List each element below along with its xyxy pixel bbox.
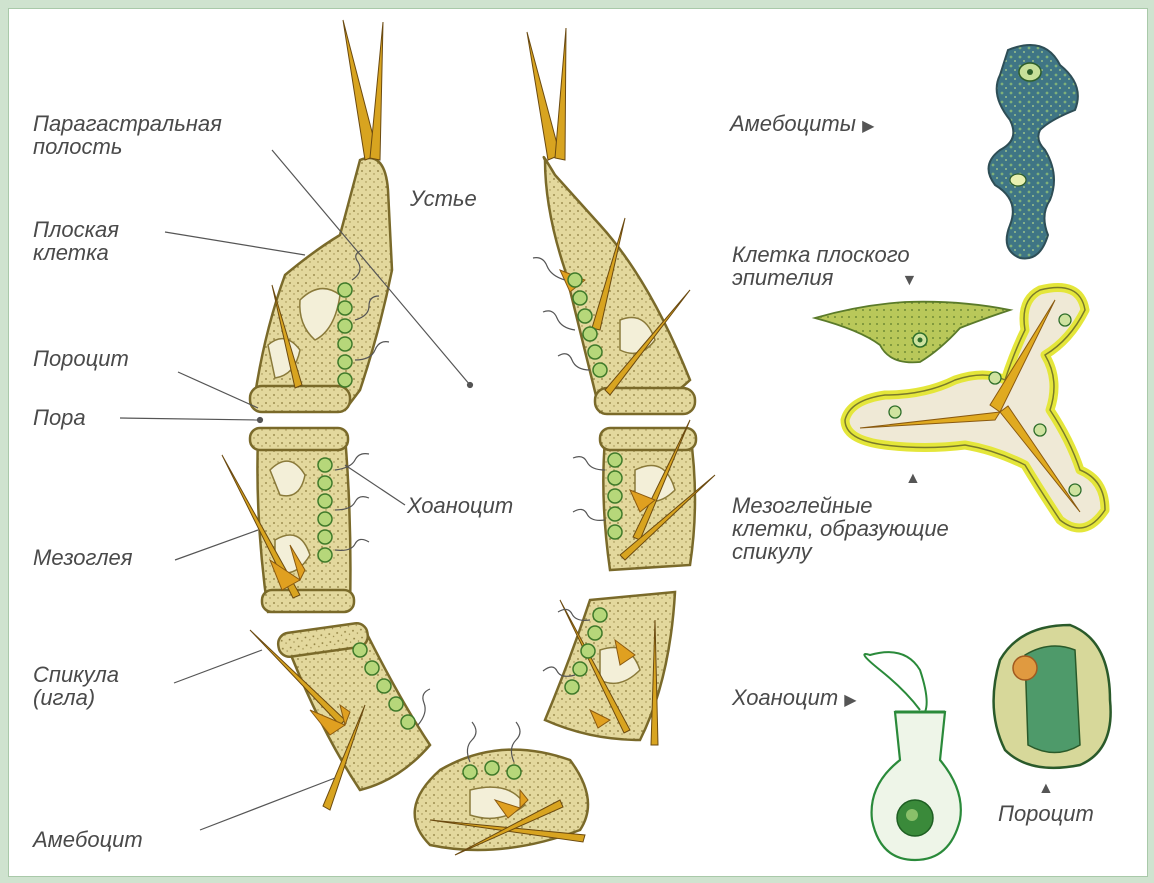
label-line: Парагастральная bbox=[33, 112, 222, 135]
label-choanocyte-right: Хоаноцит ▶ bbox=[732, 686, 857, 712]
label-paragastral-cavity: Парагастральная полость bbox=[33, 112, 222, 158]
label-line: клетки, образующие bbox=[732, 517, 949, 540]
label-porocyte: Пороцит bbox=[33, 347, 129, 370]
flat-epithelium-cell-illustration bbox=[815, 302, 1010, 363]
triangle-down-icon: ▼ bbox=[902, 272, 918, 289]
label-mesoglea-cells: Мезоглейные клетки, образующие спикулу bbox=[732, 494, 949, 563]
label-line: Мезоглейные bbox=[732, 494, 949, 517]
left-middle-wall bbox=[250, 428, 354, 612]
amoebocyte-illustration bbox=[989, 45, 1078, 259]
triangle-up-icon: ▲ bbox=[1038, 780, 1054, 798]
label-spicule: Спикула (игла) bbox=[33, 663, 119, 709]
label-osculum: Устье bbox=[410, 187, 477, 210]
label-porocyte-right: Пороцит bbox=[998, 802, 1094, 825]
label-line: спикулу bbox=[732, 540, 949, 563]
label-line: Клетка плоского bbox=[732, 243, 917, 266]
label-flat-cell: Плоская клетка bbox=[33, 218, 119, 264]
label-line: Спикула bbox=[33, 663, 119, 686]
left-upper-wall bbox=[250, 158, 392, 412]
label-line: клетка bbox=[33, 241, 119, 264]
triangle-right-icon: ▶ bbox=[862, 118, 874, 135]
label-choanocyte: Хоаноцит bbox=[407, 494, 513, 517]
label-line: полость bbox=[33, 135, 222, 158]
label-pore: Пора bbox=[33, 406, 86, 429]
triangle-right-icon: ▶ bbox=[844, 692, 856, 709]
label-amoebocytes-right: Амебоциты ▶ bbox=[730, 112, 874, 138]
porocyte-illustration bbox=[994, 625, 1111, 768]
label-text: Хоаноцит bbox=[732, 685, 838, 710]
label-text: Амебоциты bbox=[730, 111, 856, 136]
choanocyte-illustration bbox=[864, 652, 960, 860]
sponge-body bbox=[222, 20, 715, 855]
label-mesoglea: Мезоглея bbox=[33, 546, 133, 569]
triangle-up-icon: ▲ bbox=[905, 470, 921, 488]
label-flat-epithelium-cell: Клетка плоского эпителия ▼ bbox=[732, 243, 917, 292]
label-line: (игла) bbox=[33, 686, 119, 709]
label-amoebocyte: Амебоцит bbox=[33, 828, 143, 851]
label-line: Плоская bbox=[33, 218, 119, 241]
label-line: эпителия bbox=[732, 265, 833, 290]
